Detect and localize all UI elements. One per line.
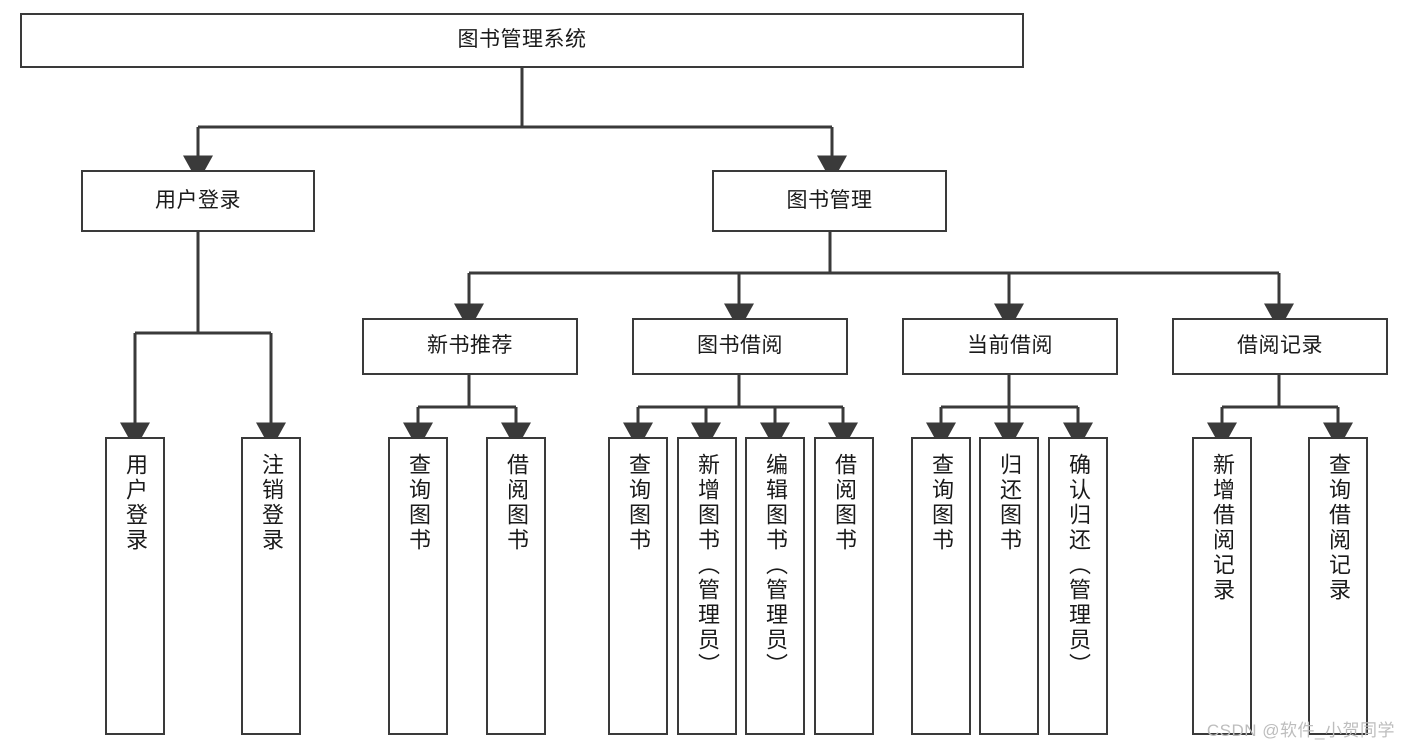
leaf-query-book-2-label: 查询图书 <box>626 453 651 553</box>
node-new-book-recommend-label: 新书推荐 <box>427 334 513 358</box>
leaf-query-borrow-record-label: 查询借阅记录 <box>1326 453 1351 603</box>
leaf-user-login-label: 用户登录 <box>123 453 148 553</box>
node-book-management[interactable]: 图书管理 <box>712 170 947 232</box>
leaf-confirm-return-admin-label: 确认归还（管理员） <box>1066 453 1091 678</box>
leaf-borrow-book-2[interactable]: 借阅图书 <box>814 437 874 735</box>
leaf-return-book-label: 归还图书 <box>997 453 1022 553</box>
node-book-borrow[interactable]: 图书借阅 <box>632 318 848 375</box>
node-book-borrow-label: 图书借阅 <box>697 334 783 358</box>
leaf-borrow-book-1-label: 借阅图书 <box>504 453 529 553</box>
leaf-query-book-1[interactable]: 查询图书 <box>388 437 448 735</box>
leaf-return-book[interactable]: 归还图书 <box>979 437 1039 735</box>
leaf-query-borrow-record[interactable]: 查询借阅记录 <box>1308 437 1368 735</box>
leaf-logout-login[interactable]: 注销登录 <box>241 437 301 735</box>
leaf-query-book-1-label: 查询图书 <box>406 453 431 553</box>
leaf-add-book-admin-label: 新增图书（管理员） <box>695 453 720 678</box>
node-current-borrow[interactable]: 当前借阅 <box>902 318 1118 375</box>
node-current-borrow-label: 当前借阅 <box>967 334 1053 358</box>
leaf-edit-book-admin[interactable]: 编辑图书（管理员） <box>745 437 805 735</box>
leaf-query-book-2[interactable]: 查询图书 <box>608 437 668 735</box>
node-user-login[interactable]: 用户登录 <box>81 170 315 232</box>
leaf-query-book-3-label: 查询图书 <box>929 453 954 553</box>
leaf-borrow-book-1[interactable]: 借阅图书 <box>486 437 546 735</box>
node-root-label: 图书管理系统 <box>457 28 587 52</box>
leaf-add-borrow-record[interactable]: 新增借阅记录 <box>1192 437 1252 735</box>
node-borrow-record[interactable]: 借阅记录 <box>1172 318 1388 375</box>
leaf-edit-book-admin-label: 编辑图书（管理员） <box>763 453 788 678</box>
node-user-login-label: 用户登录 <box>155 188 241 212</box>
leaf-user-login[interactable]: 用户登录 <box>105 437 165 735</box>
leaf-query-book-3[interactable]: 查询图书 <box>911 437 971 735</box>
leaf-add-borrow-record-label: 新增借阅记录 <box>1210 453 1235 603</box>
node-new-book-recommend[interactable]: 新书推荐 <box>362 318 578 375</box>
leaf-add-book-admin[interactable]: 新增图书（管理员） <box>677 437 737 735</box>
leaf-confirm-return-admin[interactable]: 确认归还（管理员） <box>1048 437 1108 735</box>
node-book-management-label: 图书管理 <box>786 188 873 212</box>
node-borrow-record-label: 借阅记录 <box>1237 334 1323 358</box>
leaf-logout-login-label: 注销登录 <box>259 453 284 553</box>
leaf-borrow-book-2-label: 借阅图书 <box>832 453 857 553</box>
node-root[interactable]: 图书管理系统 <box>20 13 1024 68</box>
csdn-watermark: CSDN @软件_小贺同学 <box>1206 721 1395 740</box>
